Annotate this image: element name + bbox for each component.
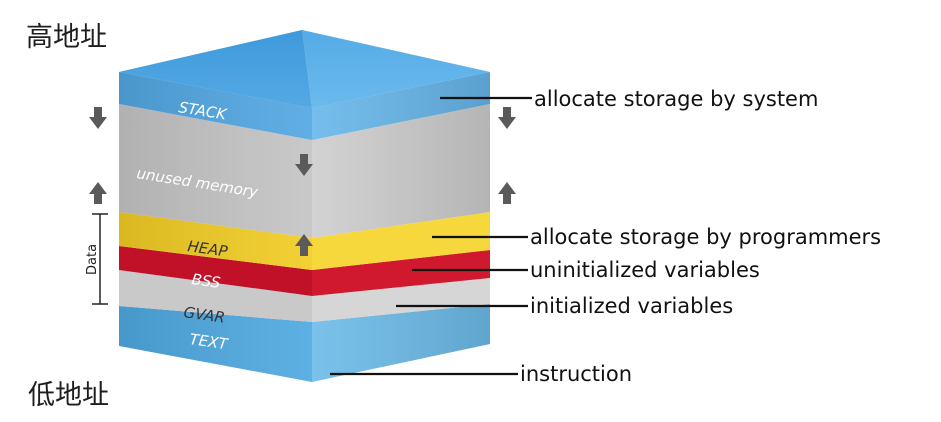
cube-top-face: [119, 30, 490, 108]
arrow-down-icon: [498, 107, 516, 129]
arrow-up-icon: [295, 234, 313, 256]
arrow-down-icon: [89, 107, 107, 129]
heap-annotation: allocate storage by programmers: [530, 225, 881, 249]
stack-segment: [119, 72, 490, 140]
unused-memory-segment: [119, 104, 490, 238]
data-bracket: Data: [85, 213, 108, 305]
data-bracket-label: Data: [85, 244, 100, 275]
gvar-label: GVAR: [182, 303, 226, 327]
arrow-up-icon: [498, 182, 516, 204]
text-segment-label: TEXT: [188, 330, 230, 353]
heap-segment: [119, 212, 490, 270]
gvar-annotation: initialized variables: [530, 294, 733, 318]
arrow-down-icon: [295, 154, 313, 176]
text-segment: [119, 304, 490, 382]
high-address-label: 高地址: [26, 22, 107, 53]
low-address-label: 低地址: [28, 380, 109, 411]
stack-annotation: allocate storage by system: [534, 87, 818, 111]
bss-label: BSS: [190, 270, 221, 292]
bss-segment: [119, 246, 490, 296]
heap-label: HEAP: [186, 237, 229, 261]
bss-annotation: uninitialized variables: [530, 258, 760, 282]
arrow-up-icon: [89, 182, 107, 204]
text-annotation: instruction: [520, 362, 632, 386]
gvar-segment: [119, 270, 490, 322]
